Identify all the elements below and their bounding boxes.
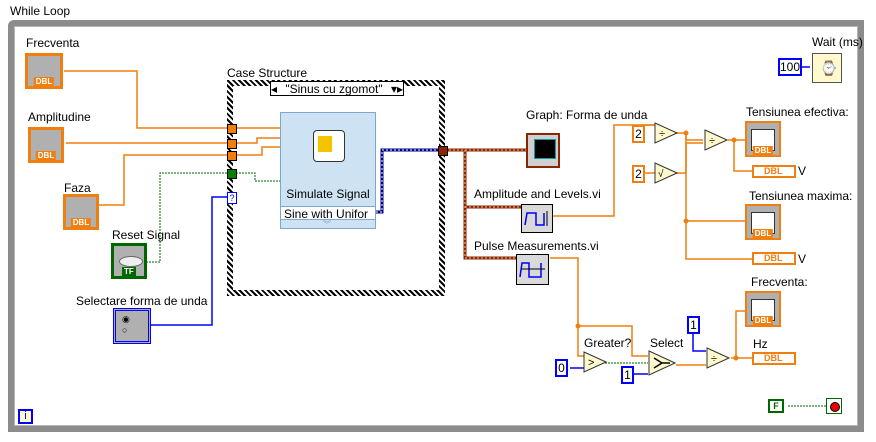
select-node[interactable]	[648, 350, 676, 376]
pulse-measurements-label: Pulse Measurements.vi	[474, 239, 599, 253]
frecventa-knob-control[interactable]: DBL	[25, 53, 63, 89]
svg-text:÷: ÷	[709, 135, 715, 147]
tens-efectiva-numeric[interactable]: DBL	[752, 165, 796, 178]
wait-ms-node[interactable]: ⌚	[812, 53, 842, 83]
stopwatch-icon: ⌚	[820, 60, 838, 76]
frecventa-ind-label: Frecventa:	[751, 275, 808, 289]
sqrt-node[interactable]: √	[654, 162, 678, 184]
greater-label: Greater?	[584, 336, 632, 350]
wire-faza	[97, 154, 228, 206]
tens-maxima-numeric[interactable]: DBL	[752, 252, 796, 265]
tens-efectiva-meter[interactable]: DBL	[745, 121, 781, 157]
frecventa-meter[interactable]: DBL	[745, 291, 781, 327]
dbl-type-badge: DBL	[752, 146, 774, 155]
waveform-icon	[524, 211, 548, 226]
graph-label: Graph: Forma de unda	[526, 108, 648, 122]
tens-maxima-label: Tensiunea maxima:	[749, 189, 853, 203]
pulse-measurements-vi[interactable]	[516, 254, 549, 285]
dbl-type-badge: DBL	[752, 229, 774, 238]
dbl-type-text: DBL	[764, 166, 783, 176]
faza-label: Faza	[64, 181, 91, 195]
reset-signal-toggle[interactable]: TF	[111, 243, 147, 279]
graph-indicator[interactable]	[526, 133, 560, 168]
svg-text:÷: ÷	[711, 353, 717, 365]
simulate-signal-vi[interactable]: Simulate Signal Sine with Unifor ︾	[280, 112, 376, 229]
selectare-label: Selectare forma de unda	[76, 294, 208, 308]
stop-false-constant[interactable]: F	[768, 399, 784, 413]
svg-text:√: √	[658, 168, 664, 180]
tunnel-faza	[227, 151, 237, 161]
greater-node[interactable]: >	[583, 351, 607, 373]
iteration-terminal[interactable]: i	[18, 409, 33, 424]
tens-efectiva-label: Tensiunea efectiva:	[746, 105, 849, 119]
frecventa-unit: Hz	[753, 337, 768, 351]
select-label: Select	[650, 336, 684, 350]
case-selector-terminal: ?	[227, 192, 237, 204]
simulate-signal-title: Simulate Signal	[286, 187, 370, 201]
wait-label: Wait (ms)	[812, 35, 863, 49]
dbl-type-badge: DBL	[70, 218, 92, 227]
tunnel-output	[438, 146, 448, 156]
dbl-type-text: DBL	[764, 353, 783, 363]
dbl-type-badge: DBL	[35, 151, 57, 160]
wire-frecventa	[64, 70, 228, 129]
pulse-icon	[519, 262, 545, 278]
tens-efectiva-unit: V	[798, 164, 807, 178]
frecventa-numeric[interactable]: DBL	[752, 352, 796, 365]
constant-wait-ms[interactable]: 100	[778, 58, 802, 76]
stop-icon	[830, 402, 840, 412]
amplitude-levels-label: Amplitude and Levels.vi	[474, 187, 601, 201]
constant-zero[interactable]: 0	[555, 359, 568, 377]
tens-maxima-unit: V	[798, 252, 807, 266]
svg-text:÷: ÷	[659, 128, 665, 140]
dbl-type-text: DBL	[764, 253, 783, 263]
tunnel-reset	[227, 169, 237, 179]
while-loop-label: While Loop	[10, 4, 71, 18]
case-structure-label: Case Structure	[227, 66, 308, 80]
radio-icon: ◉○	[122, 314, 130, 335]
led-icon	[119, 256, 143, 267]
frecventa-label: Frecventa	[26, 36, 80, 50]
reset-signal-label: Reset Signal	[112, 228, 181, 242]
simulate-signal-icon	[313, 130, 345, 162]
graph-plot-icon	[534, 139, 556, 159]
divide-node-b[interactable]: ÷	[704, 129, 728, 151]
constant-one-divide[interactable]: 1	[687, 316, 700, 334]
reciprocal-divide-node[interactable]: ÷	[706, 347, 730, 369]
amplitudine-label: Amplitudine	[28, 110, 91, 124]
case-dropdown-arrow-icon[interactable]: ▾▸	[390, 82, 403, 96]
divide-node-a[interactable]: ÷	[654, 122, 678, 144]
constant-two-a[interactable]: 2	[632, 125, 645, 143]
case-selector[interactable]: ◂ "Sinus cu zgomot" ▾▸	[270, 81, 404, 96]
tunnel-frecventa	[227, 124, 237, 134]
tf-type-badge: TF	[122, 267, 136, 276]
cube-icon	[318, 136, 332, 152]
amplitude-levels-vi[interactable]	[521, 204, 553, 233]
tens-maxima-meter[interactable]: DBL	[745, 204, 781, 240]
tunnel-amplitudine	[227, 139, 237, 149]
amplitudine-slider-control[interactable]: DBL	[28, 127, 64, 163]
expand-chevron-icon[interactable]: ︾	[323, 220, 331, 229]
case-selector-value: "Sinus cu zgomot"	[285, 82, 383, 96]
dbl-type-badge: DBL	[752, 316, 774, 325]
selectare-radio-control[interactable]: ◉○	[113, 308, 151, 344]
prev-case-arrow-icon[interactable]: ◂	[271, 82, 278, 96]
simulate-signal-output-mode[interactable]: Sine with Unifor	[281, 206, 375, 221]
constant-two-b[interactable]: 2	[632, 165, 645, 183]
svg-text:>: >	[588, 357, 594, 369]
dbl-type-badge: DBL	[33, 77, 55, 86]
constant-one-select[interactable]: 1	[621, 366, 634, 384]
faza-slider-control[interactable]: DBL	[63, 194, 99, 230]
stop-condition-terminal[interactable]	[826, 398, 842, 414]
